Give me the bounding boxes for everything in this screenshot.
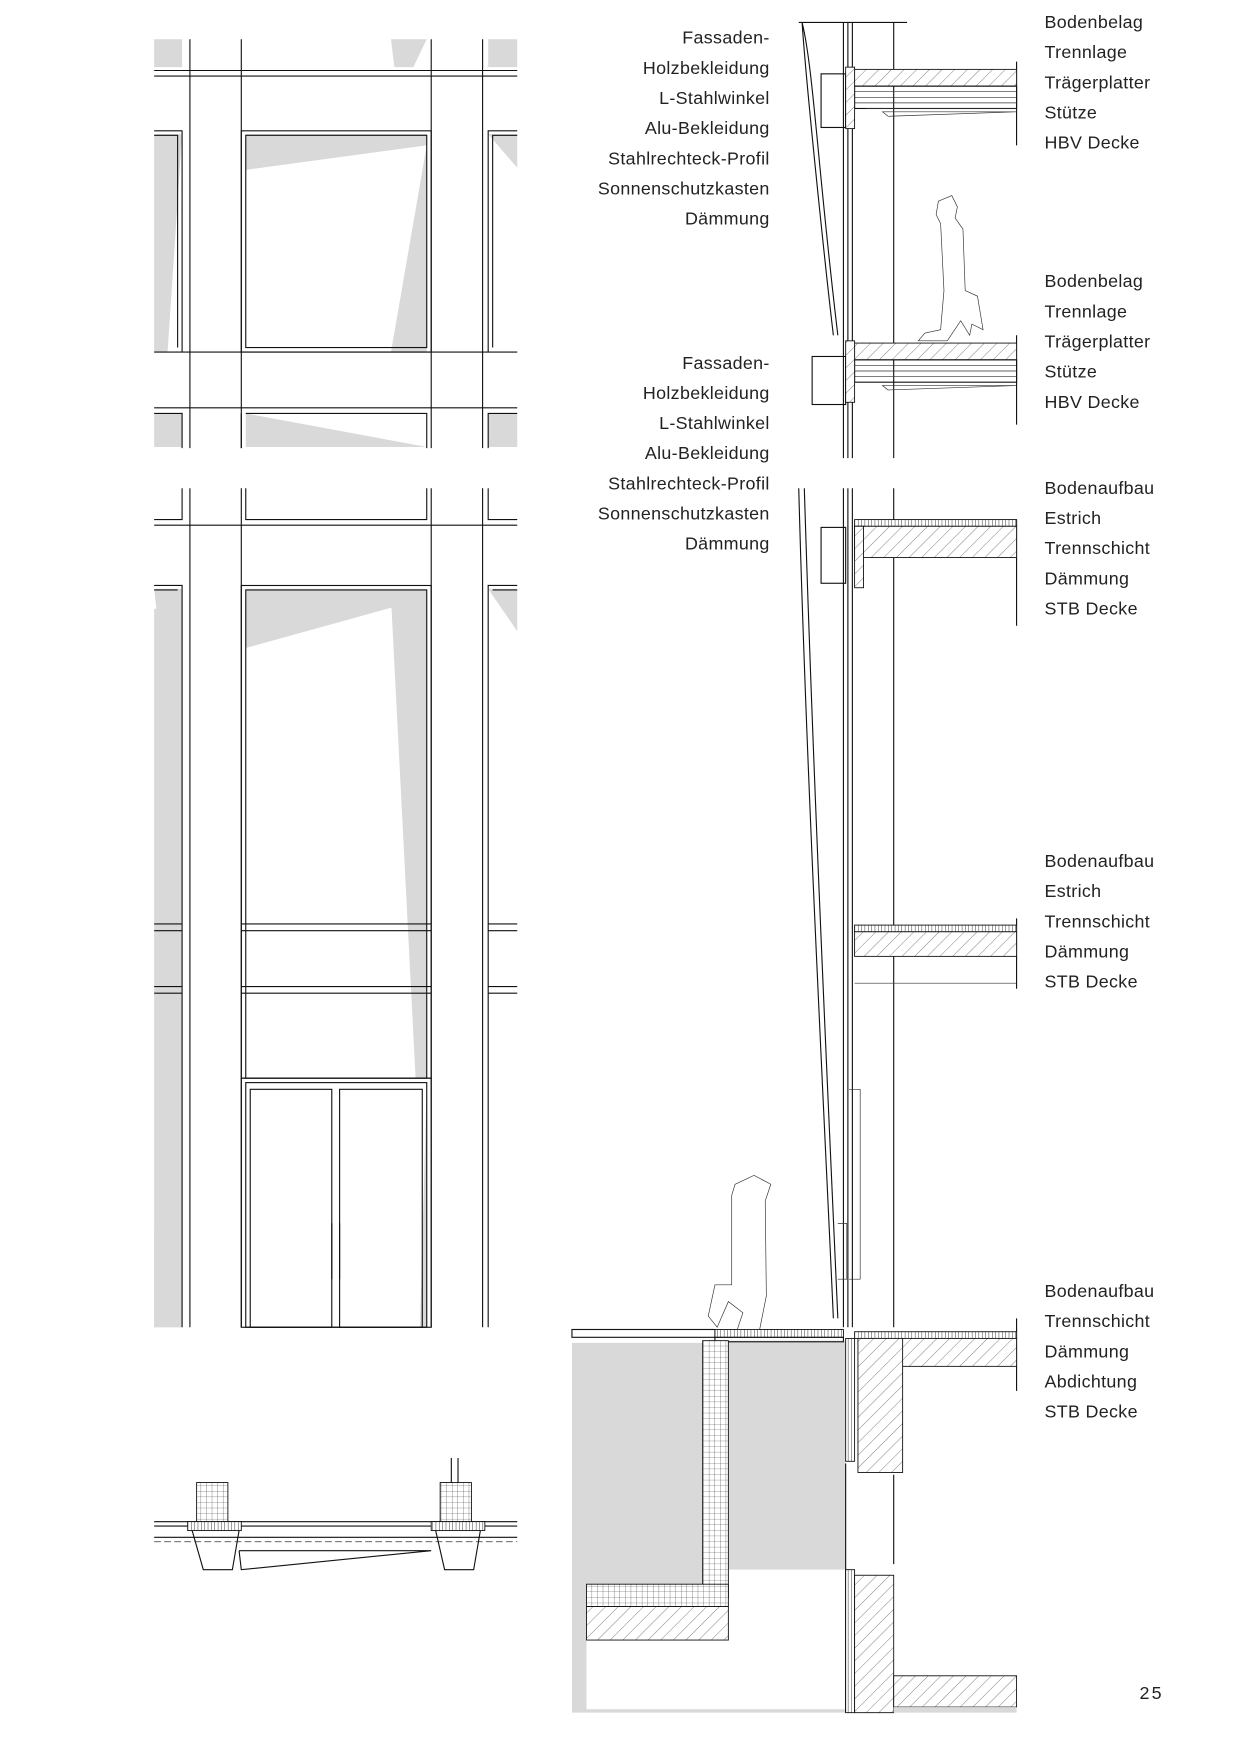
- wall-section: [571, 21, 1018, 1714]
- floor-labels-5: Bodenaufbau Trennschicht Dämmung Abdicht…: [1045, 1281, 1155, 1422]
- label-line: L-Stahlwinkel: [659, 413, 770, 433]
- label-line: Stütze: [1045, 103, 1098, 123]
- facade-labels-lower: Fassaden- Holzbekleidung L-Stahlwinkel A…: [598, 353, 770, 554]
- label-line: STB Decke: [1045, 1402, 1138, 1422]
- label-line: L-Stahlwinkel: [659, 88, 770, 108]
- label-line: STB Decke: [1045, 599, 1138, 619]
- label-line: Holzbekleidung: [643, 58, 770, 78]
- label-line: Trennschicht: [1045, 1311, 1151, 1331]
- label-line: Trennschicht: [1045, 911, 1151, 931]
- label-line: Dämmung: [1045, 1341, 1130, 1361]
- label-line: Fassaden-: [682, 28, 769, 48]
- label-line: Dämmung: [685, 209, 770, 229]
- floor-labels-4: Bodenaufbau Estrich Trennschicht Dämmung…: [1045, 851, 1155, 992]
- label-line: HBV Decke: [1045, 133, 1140, 153]
- floor-labels-3: Bodenaufbau Estrich Trennschicht Dämmung…: [1045, 478, 1155, 619]
- label-line: Bodenaufbau: [1045, 851, 1155, 871]
- label-line: Bodenbelag: [1045, 271, 1144, 291]
- label-line: STB Decke: [1045, 972, 1138, 992]
- label-line: Dämmung: [1045, 941, 1130, 961]
- label-line: Abdichtung: [1045, 1372, 1138, 1392]
- person-silhouette-lower: [707, 1174, 772, 1330]
- label-line: Sonnenschutzkasten: [598, 504, 770, 524]
- label-line: Stahlrechteck-Profil: [608, 148, 770, 168]
- label-line: Bodenaufbau: [1045, 478, 1155, 498]
- label-line: Stahlrechteck-Profil: [608, 473, 770, 493]
- label-line: Fassaden-: [682, 353, 769, 373]
- label-line: Estrich: [1045, 881, 1102, 901]
- floor-labels-1: Bodenbelag Trennlage Trägerplatter Stütz…: [1045, 12, 1151, 153]
- facade-labels-upper: Fassaden- Holzbekleidung L-Stahlwinkel A…: [598, 28, 770, 229]
- label-line: Alu-Bekleidung: [645, 443, 770, 463]
- label-line: Bodenbelag: [1045, 12, 1144, 32]
- label-line: Trennschicht: [1045, 538, 1151, 558]
- label-line: Holzbekleidung: [643, 383, 770, 403]
- label-line: Trennlage: [1045, 42, 1128, 62]
- label-line: Estrich: [1045, 508, 1102, 528]
- label-line: Trägerplatter: [1045, 72, 1151, 92]
- floor-labels-2: Bodenbelag Trennlage Trägerplatter Stütz…: [1045, 271, 1151, 412]
- label-line: Stütze: [1045, 362, 1098, 382]
- label-line: Dämmung: [1045, 568, 1130, 588]
- label-line: HBV Decke: [1045, 392, 1140, 412]
- label-line: Alu-Bekleidung: [645, 118, 770, 138]
- label-line: Trennlage: [1045, 301, 1128, 321]
- label-line: Trägerplatter: [1045, 332, 1151, 352]
- page-number: 25: [1139, 1683, 1163, 1703]
- label-line: Dämmung: [685, 534, 770, 554]
- elevation-lower: [154, 488, 518, 1328]
- elevation-upper: [154, 39, 518, 449]
- label-line: Sonnenschutzkasten: [598, 179, 770, 199]
- label-line: Bodenaufbau: [1045, 1281, 1155, 1301]
- person-silhouette-upper: [917, 195, 984, 342]
- plan-detail: [154, 1457, 518, 1571]
